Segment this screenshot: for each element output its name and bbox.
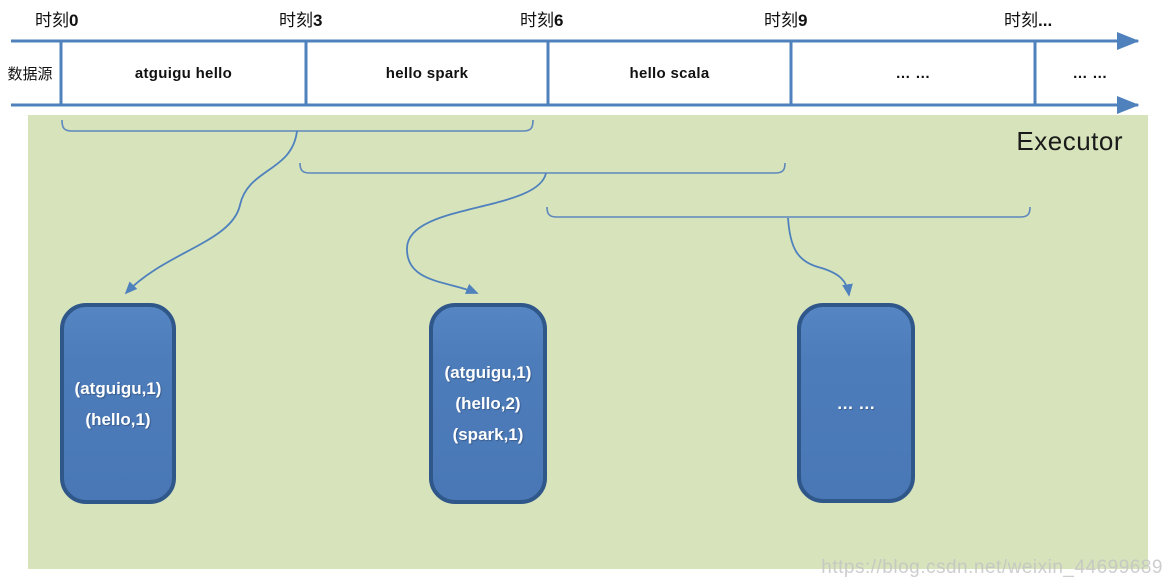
time-label-0: 时刻0 <box>35 11 79 31</box>
stream-cell-5: … … <box>1072 65 1108 82</box>
stream-cell-3: hello scala <box>629 65 710 82</box>
executor-title: Executor <box>1016 126 1123 156</box>
result-line: (spark,1) <box>452 425 524 444</box>
result-line: (hello,2) <box>455 394 521 413</box>
result-line: (atguigu,1) <box>444 363 532 382</box>
watermark-url: https://blog.csdn.net/weixin_44699689 <box>821 557 1163 578</box>
stream-cell-1: atguigu hello <box>134 65 233 82</box>
time-label-6: 时刻6 <box>520 11 564 31</box>
time-label-9: 时刻9 <box>764 11 808 31</box>
result-box-3: … … <box>797 303 915 503</box>
result-line: … … <box>836 393 876 413</box>
executor-panel <box>28 115 1148 569</box>
result-box-2: (atguigu,1) (hello,2) (spark,1) <box>429 303 547 504</box>
data-source-label: 数据源 <box>7 66 53 83</box>
stream-cell-4: … … <box>895 65 931 82</box>
time-label-more: 时刻... <box>1004 11 1053 31</box>
result-line: (hello,1) <box>85 409 151 429</box>
stream-cell-2: hello spark <box>385 65 469 82</box>
result-box-1: (atguigu,1) (hello,1) <box>60 303 176 504</box>
time-label-3: 时刻3 <box>279 11 323 31</box>
result-line: (atguigu,1) <box>74 378 162 398</box>
